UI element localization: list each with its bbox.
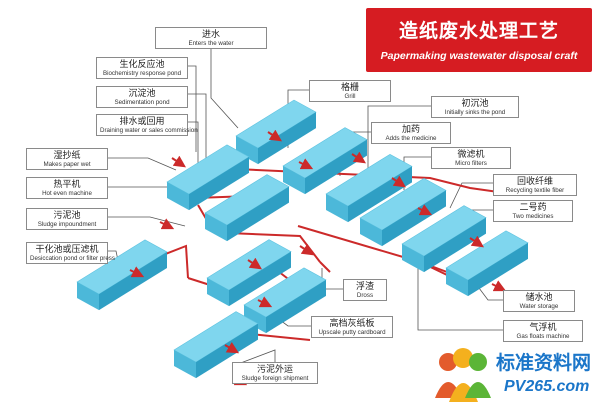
leader-line bbox=[417, 256, 503, 331]
tank-side-left bbox=[236, 136, 258, 165]
title-en: Papermaking wastewater disposal craft bbox=[380, 50, 578, 62]
pipe bbox=[319, 261, 331, 273]
flow-arrow bbox=[469, 235, 484, 248]
leader-line bbox=[210, 49, 239, 129]
tank-block bbox=[359, 177, 447, 247]
tank-side-left bbox=[207, 278, 229, 307]
tank-block bbox=[445, 230, 529, 297]
tank-side-left bbox=[360, 218, 382, 247]
watermark-text: 标准资料网 bbox=[496, 352, 592, 374]
watermark: 标准资料网 PV265.com bbox=[432, 344, 600, 409]
flow-arrow bbox=[417, 204, 433, 216]
tank-block bbox=[204, 174, 290, 242]
tank-block bbox=[76, 239, 168, 311]
flow-arrow bbox=[267, 129, 282, 142]
tank-side-left bbox=[446, 268, 468, 297]
tank-blocks bbox=[76, 99, 529, 379]
tank-side-left bbox=[283, 166, 305, 195]
title-zh: 造纸废水处理工艺 bbox=[398, 20, 559, 42]
flow-arrow bbox=[298, 158, 314, 170]
tank-block bbox=[166, 144, 250, 211]
tank-side-right bbox=[424, 217, 486, 273]
flow-arrow bbox=[299, 243, 314, 256]
flow-arrow bbox=[391, 175, 406, 188]
flow-arrow bbox=[129, 266, 145, 278]
title-banner: 造纸废水处理工艺 Papermaking wastewater disposal… bbox=[366, 8, 592, 72]
tank-side-right bbox=[99, 251, 167, 311]
flow-arrow bbox=[171, 155, 186, 168]
tank-side-right bbox=[305, 139, 367, 195]
tank-side-right bbox=[229, 251, 291, 307]
leader-line bbox=[367, 105, 431, 170]
tank-side-left bbox=[167, 182, 189, 211]
leader-line bbox=[237, 349, 276, 365]
leader-line bbox=[188, 65, 197, 152]
flow-arrow bbox=[351, 151, 366, 164]
flow-arrow bbox=[257, 296, 273, 308]
tank-block bbox=[235, 99, 317, 165]
leader-line bbox=[108, 157, 177, 171]
tank-side-left bbox=[174, 350, 196, 379]
tank-side-right bbox=[468, 242, 528, 297]
leader-line bbox=[188, 93, 207, 162]
tank-side-right bbox=[258, 112, 316, 165]
people-logo-icon bbox=[435, 348, 491, 402]
flow-arrows bbox=[129, 129, 507, 386]
tank-block bbox=[401, 205, 487, 273]
tank-side-left bbox=[402, 244, 424, 273]
tank-side-left bbox=[205, 213, 227, 242]
leader-line bbox=[188, 121, 199, 176]
tank-side-left bbox=[77, 282, 99, 311]
flow-arrow bbox=[159, 218, 175, 230]
watermark-url: PV265.com bbox=[504, 378, 590, 395]
leader-line bbox=[449, 182, 493, 209]
tank-side-left bbox=[244, 305, 266, 334]
tank-side-right bbox=[227, 186, 289, 242]
leader-line bbox=[475, 283, 503, 301]
flow-arrow bbox=[247, 257, 262, 270]
flow-arrow bbox=[491, 280, 507, 292]
leader-line bbox=[108, 216, 186, 227]
flow-arrow bbox=[224, 341, 240, 354]
tank-side-right bbox=[382, 190, 446, 247]
tank-side-right bbox=[266, 279, 326, 334]
tank-side-right bbox=[189, 156, 249, 211]
tank-side-left bbox=[326, 194, 348, 223]
